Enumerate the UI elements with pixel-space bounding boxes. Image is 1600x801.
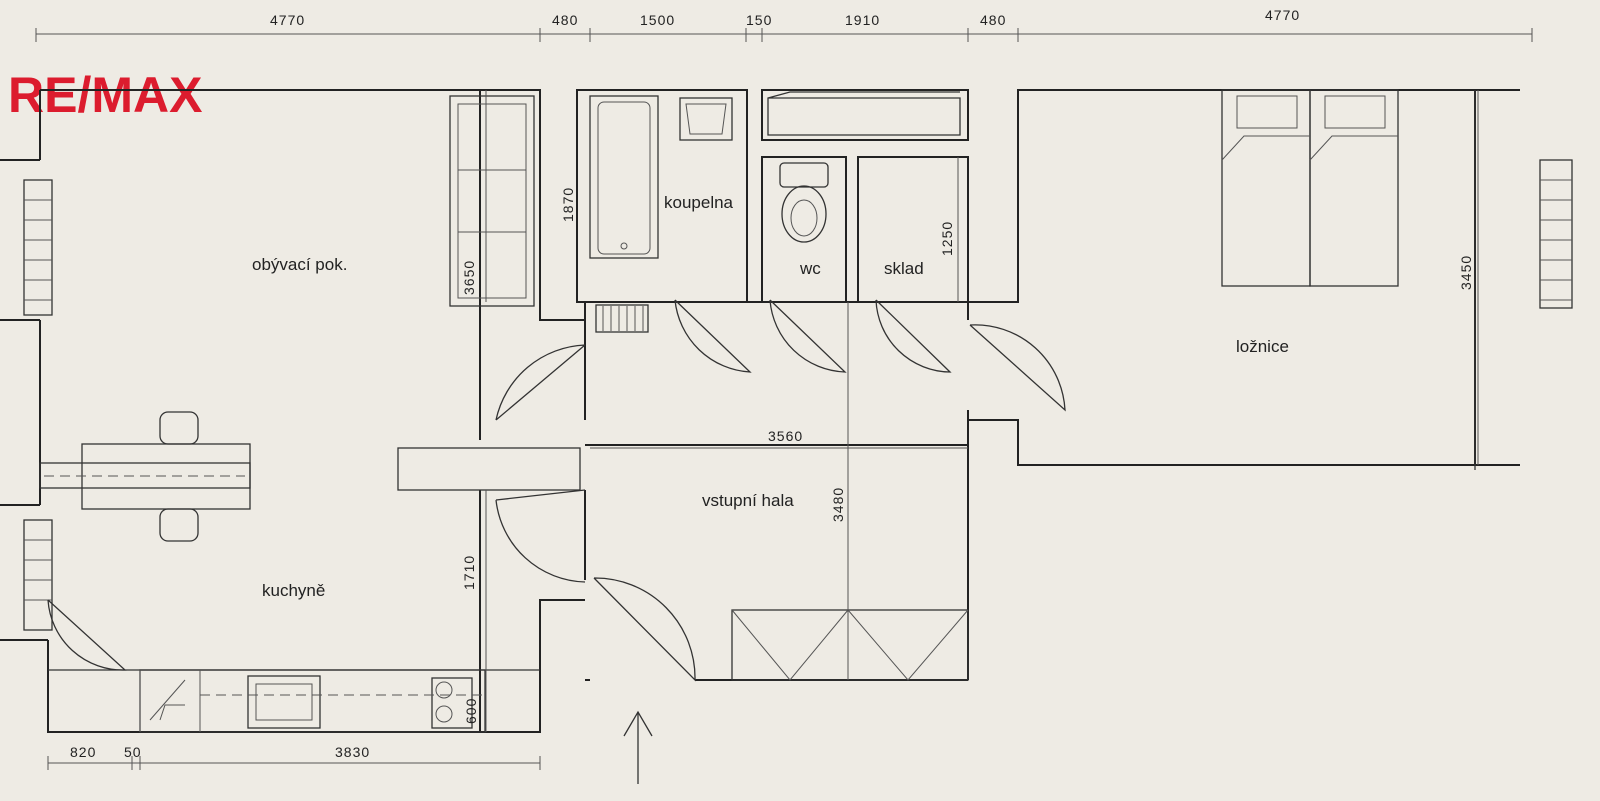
dim-hall-width: 3560 (768, 428, 803, 444)
dim-storage-height: 1250 (939, 221, 955, 256)
dim-hall-height: 3480 (830, 487, 846, 522)
room-label-bedroom: ložnice (1236, 337, 1289, 356)
room-label-kitchen: kuchyně (262, 581, 325, 600)
room-label-wc: wc (799, 259, 821, 278)
dim-top-4: 1910 (845, 12, 880, 28)
furniture (39, 89, 1399, 733)
walls (0, 89, 1520, 733)
room-label-hall: vstupní hala (702, 491, 794, 510)
dim-bedroom-height: 3450 (1458, 255, 1474, 290)
dim-bottom-0: 820 (70, 744, 96, 760)
logo-text: RE/MAX (8, 67, 202, 123)
interior-dimensions (485, 90, 1479, 732)
top-dimension-line: 4770 480 1500 150 1910 480 4770 (35, 7, 1533, 42)
bottom-dimension-line: 820 50 3830 (47, 744, 541, 770)
room-label-bathroom: koupelna (664, 193, 734, 212)
dim-top-3: 150 (746, 12, 772, 28)
windows (23, 159, 1573, 631)
dim-bath-height: 1870 (560, 187, 576, 222)
remax-logo: RE/MAX (8, 67, 202, 123)
arrow-up-icon (623, 710, 653, 784)
dim-top-6: 4770 (1265, 7, 1300, 23)
dim-bottom-2: 3830 (335, 744, 370, 760)
room-label-storage: sklad (884, 259, 924, 278)
dim-top-2: 1500 (640, 12, 675, 28)
dim-living-height: 3650 (461, 260, 477, 295)
dim-top-1: 480 (552, 12, 578, 28)
dim-kitchen-height: 1710 (461, 555, 477, 590)
dim-top-0: 4770 (270, 12, 305, 28)
room-label-living: obývací pok. (252, 255, 347, 274)
room-labels: obývací pok. koupelna wc sklad ložnice v… (252, 193, 1289, 600)
dim-bottom-1: 50 (124, 744, 142, 760)
dim-top-5: 480 (980, 12, 1006, 28)
dim-counter-depth: 600 (463, 698, 479, 724)
doors (47, 299, 1066, 682)
